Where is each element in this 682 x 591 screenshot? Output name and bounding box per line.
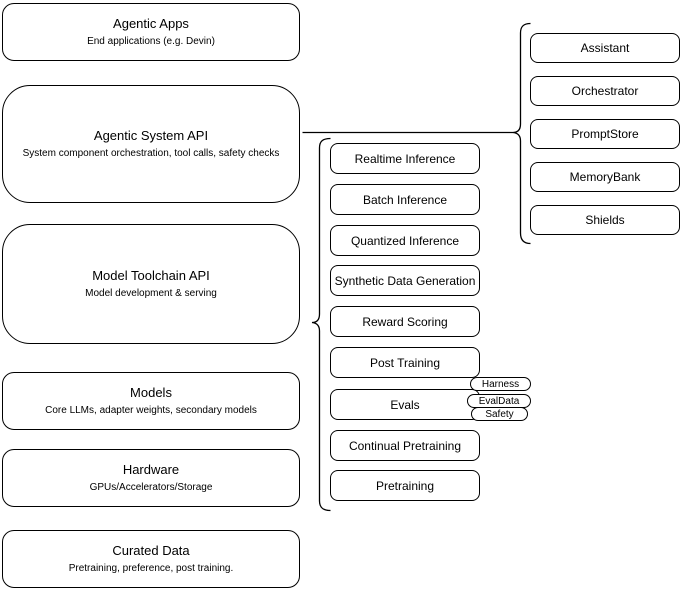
node-subtitle: Model development & serving xyxy=(85,288,217,299)
node-assistant: Assistant xyxy=(530,33,680,63)
node-synthetic-data-generation: Synthetic Data Generation xyxy=(330,265,480,296)
node-subtitle: End applications (e.g. Devin) xyxy=(87,36,215,47)
node-subtitle: GPUs/Accelerators/Storage xyxy=(89,482,213,493)
tag-harness: Harness xyxy=(470,377,531,391)
tag-label: Safety xyxy=(485,408,514,420)
node-subtitle: Pretraining, preference, post training. xyxy=(68,563,234,574)
node-title: Agentic System API xyxy=(93,128,209,143)
node-label: Synthetic Data Generation xyxy=(334,273,476,288)
node-promptstore: PromptStore xyxy=(530,119,680,149)
node-label: Batch Inference xyxy=(362,192,448,207)
node-label: Post Training xyxy=(369,355,441,370)
node-title: Hardware xyxy=(122,462,180,477)
node-quantized-inference: Quantized Inference xyxy=(330,225,480,256)
tag-safety: Safety xyxy=(471,407,528,421)
node-title: Models xyxy=(130,385,172,400)
node-label: Continual Pretraining xyxy=(348,438,462,453)
node-curated-data: Curated Data Pretraining, preference, po… xyxy=(2,530,300,588)
node-label: Pretraining xyxy=(375,478,435,493)
node-label: Assistant xyxy=(580,41,630,55)
node-label: Shields xyxy=(585,213,625,227)
node-subtitle: System component orchestration, tool cal… xyxy=(22,148,280,159)
tag-label: EvalData xyxy=(478,395,520,407)
node-model-toolchain-api: Model Toolchain API Model development & … xyxy=(2,224,300,344)
node-agentic-system-api: Agentic System API System component orch… xyxy=(2,85,300,203)
node-realtime-inference: Realtime Inference xyxy=(330,143,480,174)
node-label: Reward Scoring xyxy=(362,314,448,329)
node-memorybank: MemoryBank xyxy=(530,162,680,192)
node-label: Quantized Inference xyxy=(350,233,460,248)
node-label: Realtime Inference xyxy=(354,151,456,166)
node-title: Model Toolchain API xyxy=(92,268,210,283)
node-post-training: Post Training xyxy=(330,347,480,378)
node-evals: Evals xyxy=(330,389,480,420)
node-models: Models Core LLMs, adapter weights, secon… xyxy=(2,372,300,430)
node-subtitle: Core LLMs, adapter weights, secondary mo… xyxy=(45,405,257,416)
node-reward-scoring: Reward Scoring xyxy=(330,306,480,337)
toolchain-brace xyxy=(311,137,331,512)
node-agentic-apps: Agentic Apps End applications (e.g. Devi… xyxy=(2,3,300,61)
node-label: Orchestrator xyxy=(571,84,639,98)
node-hardware: Hardware GPUs/Accelerators/Storage xyxy=(2,449,300,507)
node-label: MemoryBank xyxy=(569,170,641,184)
tag-evaldata: EvalData xyxy=(467,394,531,408)
tag-label: Harness xyxy=(481,378,520,390)
node-pretraining: Pretraining xyxy=(330,470,480,501)
node-label: Evals xyxy=(390,397,420,412)
node-shields: Shields xyxy=(530,205,680,235)
node-title: Curated Data xyxy=(112,543,190,558)
node-batch-inference: Batch Inference xyxy=(330,184,480,215)
node-label: PromptStore xyxy=(571,127,639,141)
node-orchestrator: Orchestrator xyxy=(530,76,680,106)
system-components-brace xyxy=(512,22,531,245)
node-continual-pretraining: Continual Pretraining xyxy=(330,430,480,461)
node-title: Agentic Apps xyxy=(113,16,189,31)
